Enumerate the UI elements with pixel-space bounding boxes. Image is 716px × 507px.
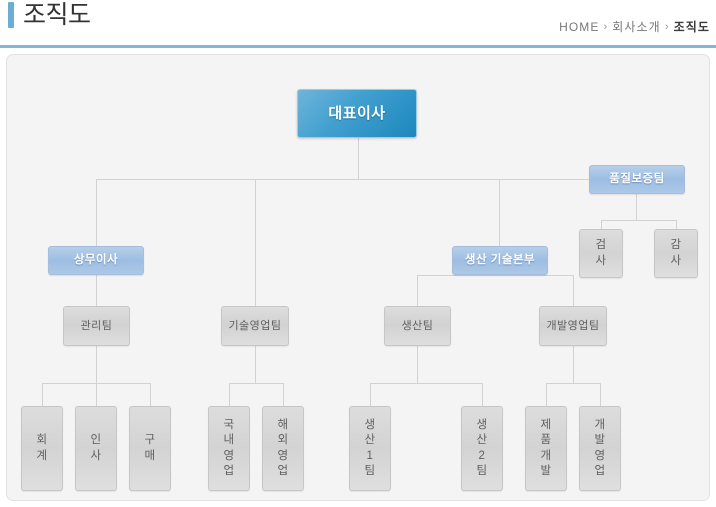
org-node-insa[interactable]: 인 사 (75, 406, 117, 491)
org-node-label: 생 산 1 팀 (364, 419, 376, 477)
org-node-label: 검 사 (595, 239, 607, 267)
org-node-pumjil-bojeung-team[interactable]: 품질보증팀 (589, 165, 685, 194)
org-node-ceo[interactable]: 대표이사 (297, 89, 417, 138)
connector-pumjil-to-geomsa (601, 220, 602, 229)
connector-ceo-stem (358, 138, 359, 179)
org-node-label: 대표이사 (328, 104, 386, 122)
org-node-gamsa[interactable]: 감 사 (654, 229, 698, 278)
org-node-saengsan-team[interactable]: 생산팀 (384, 306, 451, 346)
org-node-sangmu-isa[interactable]: 상무이사 (48, 246, 144, 275)
connector-bus-to-gisul (255, 179, 256, 306)
org-node-label: 기술영업팀 (228, 319, 282, 332)
connector-saengsan-div-to-gaebal (573, 275, 574, 306)
connector-sangmu-to-gwanri (96, 275, 97, 306)
connector-main-bus (96, 179, 637, 180)
org-node-gaebal-yeongeop-team[interactable]: 개발영업팀 (539, 306, 607, 346)
org-node-label: 생 산 2 팀 (476, 419, 488, 477)
breadcrumb-separator-icon: › (664, 20, 670, 33)
org-node-jepum-gaebal[interactable]: 제 품 개 발 (525, 406, 567, 491)
org-node-hoegye[interactable]: 회 계 (21, 406, 63, 491)
page-title: 조직도 (23, 1, 91, 29)
breadcrumb-separator-icon: › (603, 20, 609, 33)
org-node-saengsan-1-team[interactable]: 생 산 1 팀 (349, 406, 391, 491)
org-node-gumae[interactable]: 구 매 (129, 406, 171, 491)
org-node-label: 관리팀 (80, 319, 113, 332)
connector-gwanri-to-hoegye (42, 383, 43, 406)
org-node-label: 상무이사 (73, 253, 119, 266)
breadcrumb-section[interactable]: 회사소개 (612, 20, 661, 34)
org-node-label: 품질보증팀 (609, 172, 665, 185)
org-node-gungnae-yeongeop[interactable]: 국 내 영 업 (208, 406, 250, 491)
org-node-gwanri-team[interactable]: 관리팀 (63, 306, 130, 346)
connector-gisul-bus (229, 383, 283, 384)
breadcrumb-current: 조직도 (673, 20, 710, 34)
connector-gwanri-to-insa (96, 383, 97, 406)
org-node-saengsan-2-team[interactable]: 생 산 2 팀 (461, 406, 503, 491)
connector-saengsanteam-to-line1 (370, 383, 371, 406)
connector-saengsanteam-to-line2 (482, 383, 483, 406)
connector-saengsan-div-bus (417, 275, 573, 276)
org-node-label: 제 품 개 발 (540, 419, 552, 477)
org-node-saengsan-gisul-bonbu[interactable]: 생산 기술본부 (452, 246, 548, 275)
org-node-label: 구 매 (144, 434, 156, 462)
connector-saengsan-div-to-team (417, 275, 418, 306)
org-node-gisul-yeongeop-team[interactable]: 기술영업팀 (221, 306, 289, 346)
connector-pumjil-bus (601, 220, 677, 221)
connector-gwanri-stem (96, 346, 97, 383)
org-node-gaebal-yeongeop[interactable]: 개 발 영 업 (579, 406, 621, 491)
connector-pumjil-to-gamsa (676, 220, 677, 229)
org-node-label: 회 계 (36, 434, 48, 462)
connector-bus-to-sangmu (96, 179, 97, 246)
connector-pumjil-stem (636, 194, 637, 220)
org-node-label: 개발영업팀 (546, 319, 600, 332)
connector-gaebal-to-product (546, 383, 547, 406)
connector-gwanri-to-gumae (150, 383, 151, 406)
org-chart-panel: 대표이사 상무이사 생산 기술본부 품질보증팀 검 사 감 사 관리팀 기술영업… (6, 54, 710, 501)
title-accent-bar (8, 2, 14, 28)
org-node-label: 개 발 영 업 (594, 419, 606, 477)
org-node-label: 인 사 (90, 434, 102, 462)
org-node-label: 해 외 영 업 (277, 419, 289, 477)
connector-gisul-to-domestic (229, 383, 230, 406)
connector-bus-to-saengsan-div (499, 179, 500, 246)
connector-saengsanteam-bus (370, 383, 482, 384)
connector-gaebal-bus (546, 383, 600, 384)
breadcrumb: HOME › 회사소개 › 조직도 (559, 18, 710, 35)
breadcrumb-home[interactable]: HOME (559, 19, 600, 34)
org-node-label: 생산팀 (401, 319, 434, 332)
page-title-group: 조직도 (8, 1, 91, 29)
org-node-haeoe-yeongeop[interactable]: 해 외 영 업 (262, 406, 304, 491)
connector-gisul-to-overseas (283, 383, 284, 406)
connector-gaebal-to-devsales (600, 383, 601, 406)
org-node-geomsa[interactable]: 검 사 (579, 229, 623, 278)
connector-saengsanteam-stem (417, 346, 418, 383)
org-chart-canvas: 대표이사 상무이사 생산 기술본부 품질보증팀 검 사 감 사 관리팀 기술영업… (7, 55, 711, 502)
org-node-label: 국 내 영 업 (223, 419, 235, 477)
org-node-label: 감 사 (670, 239, 682, 267)
header-divider (0, 45, 716, 48)
page-header: 조직도 HOME › 회사소개 › 조직도 (0, 0, 716, 48)
org-node-label: 생산 기술본부 (464, 253, 536, 266)
connector-gisul-stem (255, 346, 256, 383)
connector-gaebal-stem (573, 346, 574, 383)
